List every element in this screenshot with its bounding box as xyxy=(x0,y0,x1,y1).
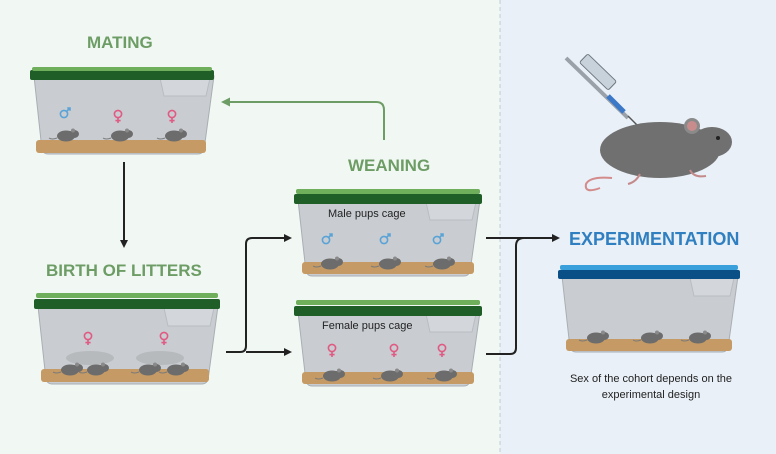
mating-label: MATING xyxy=(87,33,153,52)
male-pups-cage xyxy=(294,189,482,277)
arrow-birth-to-male-cage xyxy=(226,234,292,353)
male-pups-cage-label: Male pups cage xyxy=(328,208,406,220)
birth-of-litters-label: BIRTH OF LITTERS xyxy=(46,261,202,280)
caption-line-2: experimental design xyxy=(601,389,701,401)
mating-cage xyxy=(30,67,215,155)
right-panel xyxy=(500,0,776,454)
weaning-label: WEANING xyxy=(348,156,431,175)
cohort-caption: Sex of the cohort depends on the experim… xyxy=(531,371,771,403)
experimentation-label: EXPERIMENTATION xyxy=(569,229,740,249)
female-pups-cage-label: Female pups cage xyxy=(322,320,413,332)
birth-cage xyxy=(34,293,220,385)
caption-line-1: Sex of the cohort depends on the xyxy=(569,373,733,385)
female-pups-cage xyxy=(294,300,482,387)
arrow-weaning-back-to-mating xyxy=(221,97,385,140)
syringe-icon xyxy=(564,54,641,129)
experimentation-cage xyxy=(558,265,740,353)
mouse-icon xyxy=(584,118,732,192)
